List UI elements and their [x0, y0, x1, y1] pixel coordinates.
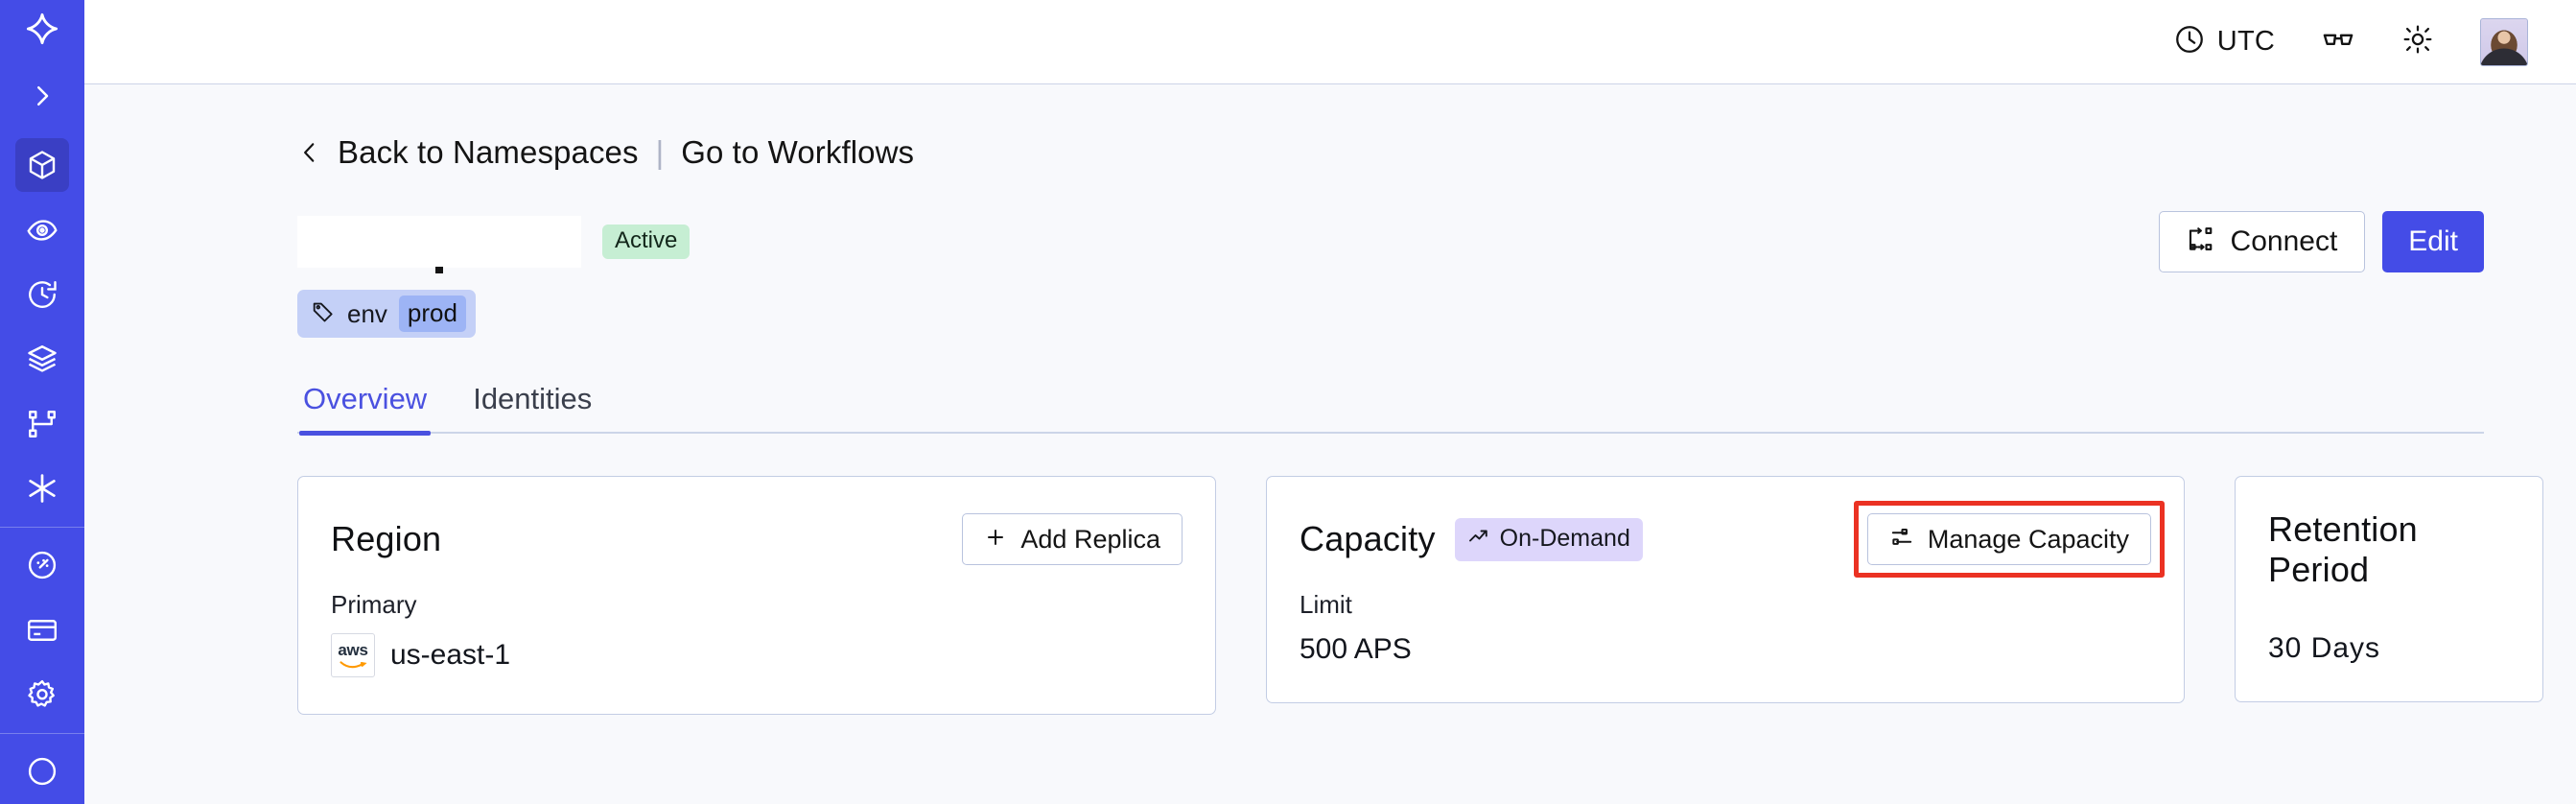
credit-card-icon	[25, 613, 59, 648]
git-branch-icon	[25, 407, 59, 441]
sun-icon	[2401, 23, 2434, 60]
sidebar-item-billing[interactable]	[0, 598, 84, 662]
sidebar-item-nexus[interactable]	[0, 456, 84, 520]
sidebar-item-workflows[interactable]	[0, 391, 84, 456]
namespace-tag[interactable]: env prod	[297, 290, 476, 338]
aws-logo-word: aws	[338, 641, 368, 659]
namespace-header: Active	[297, 211, 2484, 272]
temporal-star-logo-icon	[23, 11, 61, 54]
manage-capacity-wrapper: Manage Capacity	[1853, 501, 2165, 578]
breadcrumb-separator: |	[655, 134, 665, 170]
asterisk-icon	[24, 470, 60, 507]
theme-toggle[interactable]	[2378, 0, 2457, 84]
manage-capacity-label: Manage Capacity	[1927, 524, 2129, 554]
gauge-icon	[25, 548, 59, 582]
sidebar-item-namespaces[interactable]	[0, 133, 84, 198]
help-circle-icon	[25, 754, 59, 789]
timezone-label: UTC	[2216, 26, 2275, 57]
clock-rewind-icon	[25, 277, 59, 312]
breadcrumb-workflows-link[interactable]: Go to Workflows	[681, 134, 915, 170]
tag-key: env	[347, 299, 387, 328]
eye-icon	[25, 213, 59, 248]
sidebar-item-usage[interactable]	[0, 533, 84, 598]
retention-card-title: Retention Period	[2268, 509, 2418, 589]
page-title	[297, 216, 581, 268]
main-area: UTC	[84, 0, 2576, 804]
cube-icon	[25, 148, 59, 182]
header-actions: Connect Edit	[2158, 211, 2484, 272]
capacity-card: Capacity On-Demand	[1266, 476, 2185, 703]
chevron-left-icon[interactable]	[297, 136, 322, 169]
tag-row: env prod	[297, 290, 2484, 338]
sidebar-item-layers[interactable]	[0, 327, 84, 391]
clock-icon	[2173, 23, 2206, 60]
tab-bar: Overview Identities	[297, 380, 2484, 436]
retention-card: Retention Period 30 Days	[2235, 476, 2543, 702]
sidebar-expand-button[interactable]	[0, 64, 84, 132]
region-primary-label: Primary	[331, 590, 417, 619]
capacity-limit-value: 500 APS	[1300, 633, 1412, 665]
add-replica-label: Add Replica	[1020, 524, 1160, 554]
connect-button-label: Connect	[2230, 225, 2338, 257]
capacity-mode-badge: On-Demand	[1454, 517, 1643, 561]
retention-value: 30 Days	[2268, 632, 2381, 664]
connect-button[interactable]: Connect	[2158, 211, 2366, 272]
status-badge: Active	[602, 225, 691, 259]
chevron-right-icon	[28, 82, 57, 115]
page-content: Back to Namespaces | Go to Workflows Act…	[84, 84, 2576, 804]
layers-icon	[25, 342, 59, 376]
region-card: Region Add Replica	[297, 476, 1216, 715]
timezone-selector[interactable]: UTC	[2150, 0, 2298, 84]
sidebar-item-help[interactable]	[0, 740, 84, 804]
sidebar-divider-1	[0, 526, 84, 528]
sidebar	[0, 0, 84, 804]
region-card-title: Region	[331, 519, 442, 558]
tag-value: prod	[398, 296, 466, 332]
sidebar-item-observability[interactable]	[0, 198, 84, 262]
gear-icon	[25, 677, 59, 712]
user-menu[interactable]	[2457, 0, 2551, 84]
trending-up-icon	[1467, 525, 1490, 553]
tab-identities[interactable]: Identities	[473, 382, 593, 415]
region-value-row: aws us-east-1	[331, 633, 1183, 677]
plus-icon	[984, 526, 1007, 554]
glasses-icon	[2321, 22, 2355, 61]
sidebar-logo[interactable]	[0, 0, 84, 64]
capacity-card-title: Capacity	[1300, 519, 1436, 558]
region-value: us-east-1	[390, 639, 511, 671]
edit-button-label: Edit	[2408, 225, 2458, 257]
breadcrumb-back-link[interactable]: Back to Namespaces	[338, 134, 639, 170]
capacity-mode-label: On-Demand	[1499, 524, 1630, 552]
tab-overview[interactable]: Overview	[299, 382, 432, 436]
edit-button[interactable]: Edit	[2382, 211, 2484, 272]
breadcrumb: Back to Namespaces | Go to Workflows	[297, 134, 2484, 171]
aws-logo-icon: aws	[331, 633, 375, 677]
tag-icon	[311, 299, 336, 328]
readability-toggle[interactable]	[2298, 0, 2378, 84]
connect-icon	[2187, 225, 2215, 259]
capacity-limit-label: Limit	[1300, 590, 1352, 619]
manage-capacity-button[interactable]: Manage Capacity	[1866, 513, 2151, 565]
overview-cards: Region Add Replica	[297, 476, 2543, 715]
sidebar-item-settings[interactable]	[0, 662, 84, 726]
avatar	[2480, 17, 2528, 66]
sliders-icon	[1889, 525, 1914, 555]
add-replica-button[interactable]: Add Replica	[962, 513, 1183, 565]
sidebar-item-history[interactable]	[0, 262, 84, 326]
sidebar-divider-2	[0, 732, 84, 734]
topbar: UTC	[84, 0, 2576, 84]
